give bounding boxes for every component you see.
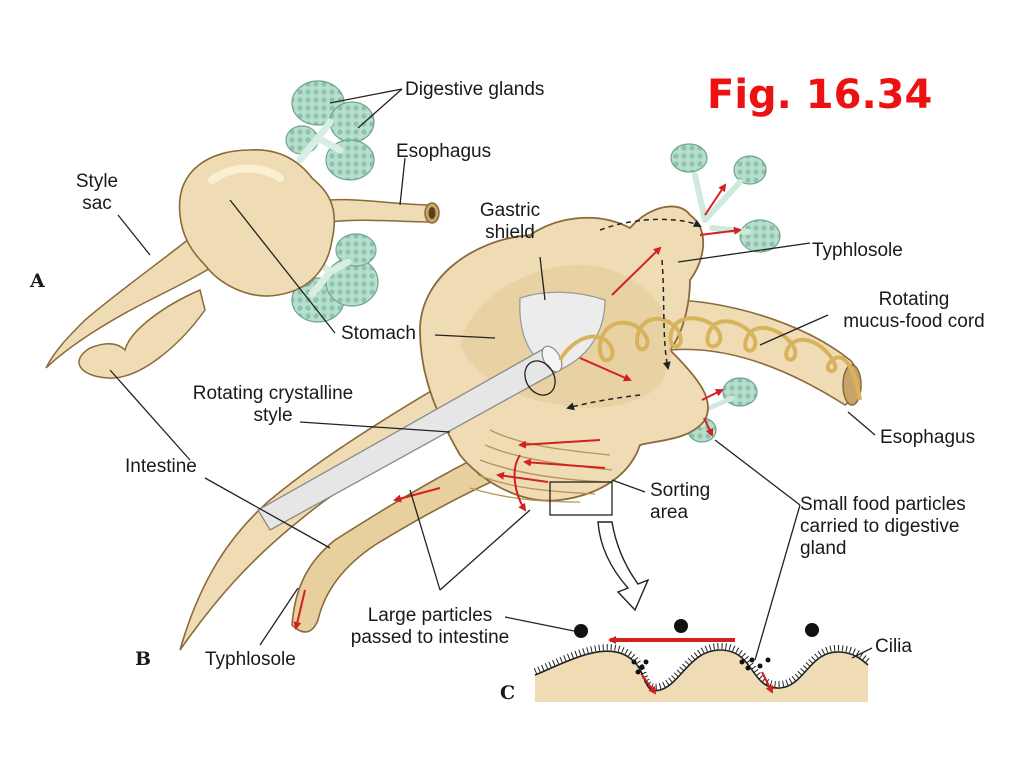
label-crystalline-style-line2: style <box>253 405 293 426</box>
label-style-sac: Style sac <box>62 171 132 215</box>
label-gastric-shield-line2: shield <box>485 222 535 243</box>
label-typhlosole-bottom: Typhlosole <box>205 649 296 670</box>
label-gastric-shield-line1: Gastric <box>479 200 541 221</box>
label-typhlosole-top: Typhlosole <box>812 240 903 261</box>
panel-c-drawing <box>533 619 870 702</box>
label-large-particles: Large particles passed to intestine <box>340 605 520 649</box>
label-rotating-cord-line1: Rotating <box>878 289 950 310</box>
label-esophagus-a: Esophagus <box>396 141 492 162</box>
label-small-food-particles-line3: gland <box>800 538 847 559</box>
flow-arrows-red <box>293 183 742 630</box>
label-small-food-particles-line2: carried to digestive <box>800 516 960 537</box>
label-gastric-shield: Gastric shield <box>470 200 550 244</box>
label-sorting-area-line1: Sorting <box>650 480 711 501</box>
zoom-arrow <box>597 521 650 612</box>
label-style-sac-line2: sac <box>82 193 112 214</box>
label-intestine: Intestine <box>125 456 197 477</box>
label-small-food-particles-line1: Small food particles <box>800 494 966 515</box>
large-particles <box>574 619 819 638</box>
crystalline-style-rod <box>257 345 563 531</box>
panel-a-drawing <box>45 80 440 379</box>
label-esophagus-b: Esophagus <box>880 427 976 448</box>
label-rotating-cord-line2: mucus-food cord <box>843 311 985 332</box>
label-sorting-area: Sorting area <box>650 480 710 524</box>
sorting-area-box <box>549 481 613 516</box>
leader-lines <box>109 88 876 661</box>
label-digestive-glands: Digestive glands <box>405 79 545 100</box>
panel-b-drawing <box>179 143 862 651</box>
digestive-gland-upper-b <box>670 143 781 253</box>
label-stomach: Stomach <box>341 323 416 344</box>
panel-label-a: A <box>30 270 45 292</box>
label-small-food-particles: Small food particles carried to digestiv… <box>800 494 966 560</box>
label-rotating-cord: Rotating mucus-food cord <box>829 289 999 333</box>
label-sorting-area-line2: area <box>650 502 689 523</box>
mucus-food-cord <box>558 316 862 401</box>
digestive-gland-upper-a <box>285 80 375 181</box>
small-particles <box>631 657 771 675</box>
label-crystalline-style: Rotating crystalline style <box>178 383 368 427</box>
label-large-particles-line1: Large particles <box>367 605 493 626</box>
label-large-particles-line2: passed to intestine <box>350 627 510 648</box>
label-cilia: Cilia <box>875 636 912 657</box>
figure-title: Fig. 16.34 <box>707 72 933 118</box>
panel-label-b: B <box>135 648 152 670</box>
label-style-sac-line1: Style <box>75 171 119 192</box>
panel-label-c: C <box>500 682 516 704</box>
label-crystalline-style-line1: Rotating crystalline <box>192 383 354 404</box>
flow-arrows-dashed <box>566 218 702 411</box>
